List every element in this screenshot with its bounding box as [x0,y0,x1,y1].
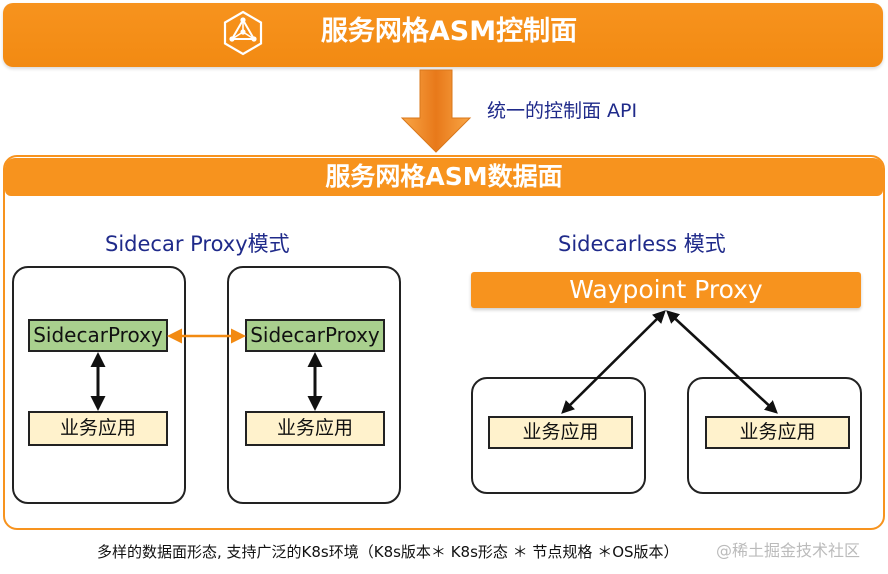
sidecar-pod [227,266,401,504]
business-app-box: 业务应用 [28,411,168,446]
down-arrow [400,69,472,153]
hexagon-network-icon [223,10,263,56]
sidecar-proxy-box: SidecarProxy [28,319,168,352]
waypoint-proxy-box [471,272,861,308]
sidecarless-mode-label: Sidecarless 模式 [558,232,726,256]
business-app-box: 业务应用 [488,416,633,449]
data-plane-header [5,158,883,196]
control-plane-title: 服务网格ASM控制面 [320,16,578,47]
footnote: 多样的数据面形态, 支持广泛的K8s环境（K8s版本＊ K8s形态 ＊ 节点规格… [97,543,679,561]
sidecar-mode-label: Sidecar Proxy模式 [105,232,290,256]
control-plane-banner [3,3,883,67]
business-app-box: 业务应用 [245,411,385,446]
sidecar-proxy-box: SidecarProxy [245,319,385,352]
waypoint-proxy-label: Waypoint Proxy [569,275,763,304]
watermark: @稀土掘金技术社区 [716,541,861,560]
data-plane-title: 服务网格ASM数据面 [325,162,563,191]
unified-api-label: 统一的控制面 API [487,100,638,122]
business-app-box: 业务应用 [705,416,850,449]
sidecar-pod [12,266,186,504]
